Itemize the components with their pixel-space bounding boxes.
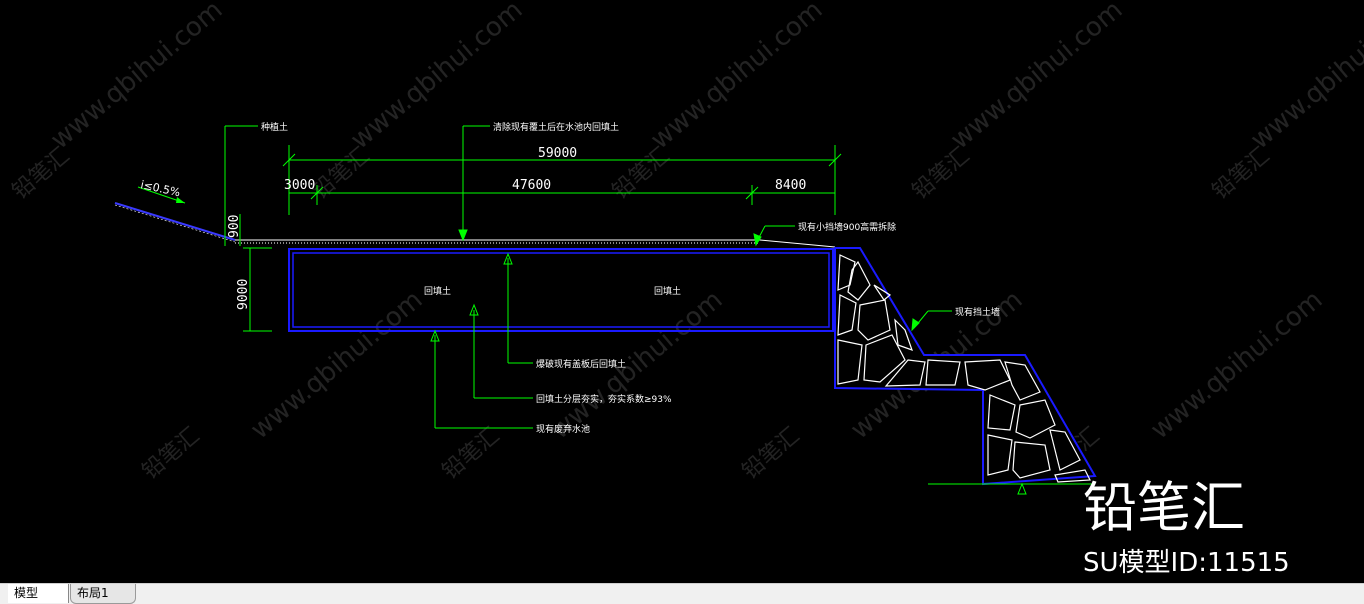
watermark-url: www.qbihui.com — [945, 0, 1128, 155]
watermark-brand: 铅笔汇 — [308, 143, 375, 205]
label-top-note: 清除现有覆土后在水池内回填土 — [493, 121, 619, 133]
watermark-url: www.qbihui.com — [1245, 0, 1364, 155]
slope-label: i≤0.5% — [139, 178, 181, 199]
dim-total: 59000 — [538, 146, 577, 161]
watermark-brand: 铅笔汇 — [8, 143, 75, 205]
dim-right: 8400 — [775, 178, 806, 193]
leader-lines — [430, 125, 952, 429]
watermark-brand: 铅笔汇 — [438, 423, 505, 485]
slope-ground: i≤0.5% — [114, 178, 236, 243]
pool-outline — [288, 248, 834, 332]
label-retaining-wall: 现有挡土墙 — [955, 306, 1000, 318]
label-existing-wall-note: 现有小挡墙900高需拆除 — [798, 221, 896, 233]
cad-drawing-canvas[interactable]: www.qbihui.com www.qbihui.com www.qbihui… — [0, 0, 1364, 583]
label-break-cover: 爆破现有盖板后回填土 — [536, 358, 626, 370]
retaining-wall — [834, 247, 1097, 486]
dim-v-small: 900 — [227, 215, 242, 238]
dim-left: 3000 — [284, 178, 315, 193]
tab-model[interactable]: 模型 — [8, 584, 69, 603]
brand-logo-text: 铅笔汇 — [1083, 476, 1245, 539]
watermark-brand: 铅笔汇 — [738, 423, 805, 485]
label-backfill-left: 回填土 — [424, 285, 451, 297]
layout-tab-bar: 模型 布局1 — [0, 583, 1364, 604]
dim-mid: 47600 — [512, 178, 551, 193]
watermark-url: www.qbihui.com — [45, 0, 228, 155]
dimension-lines — [224, 125, 842, 332]
tab-layout1-label: 布局1 — [77, 586, 109, 600]
label-pool: 现有废弃水池 — [536, 423, 590, 435]
level-marker — [1017, 482, 1027, 495]
watermark-url: www.qbihui.com — [645, 0, 828, 155]
watermark-brand: 铅笔汇 — [608, 143, 675, 205]
tab-layout1[interactable]: 布局1 — [70, 584, 136, 604]
label-compaction: 回填土分层夯实，夯实系数≥93% — [536, 393, 672, 405]
watermark-url: www.qbihui.com — [1145, 285, 1328, 445]
watermark-brand: 铅笔汇 — [138, 423, 205, 485]
label-plant-soil: 种植土 — [261, 121, 288, 133]
watermark-brand: 铅笔汇 — [1208, 143, 1275, 205]
watermark-brand: 铅笔汇 — [908, 143, 975, 205]
watermark-url: www.qbihui.com — [245, 285, 428, 445]
top-ground — [235, 239, 836, 248]
tab-model-label: 模型 — [14, 586, 39, 600]
dim-v-large: 9000 — [236, 279, 251, 310]
drawing-svg: www.qbihui.com www.qbihui.com www.qbihui… — [8, 0, 1364, 578]
label-backfill-right: 回填土 — [654, 285, 681, 297]
model-id-text: SU模型ID:11515 — [1083, 548, 1290, 578]
